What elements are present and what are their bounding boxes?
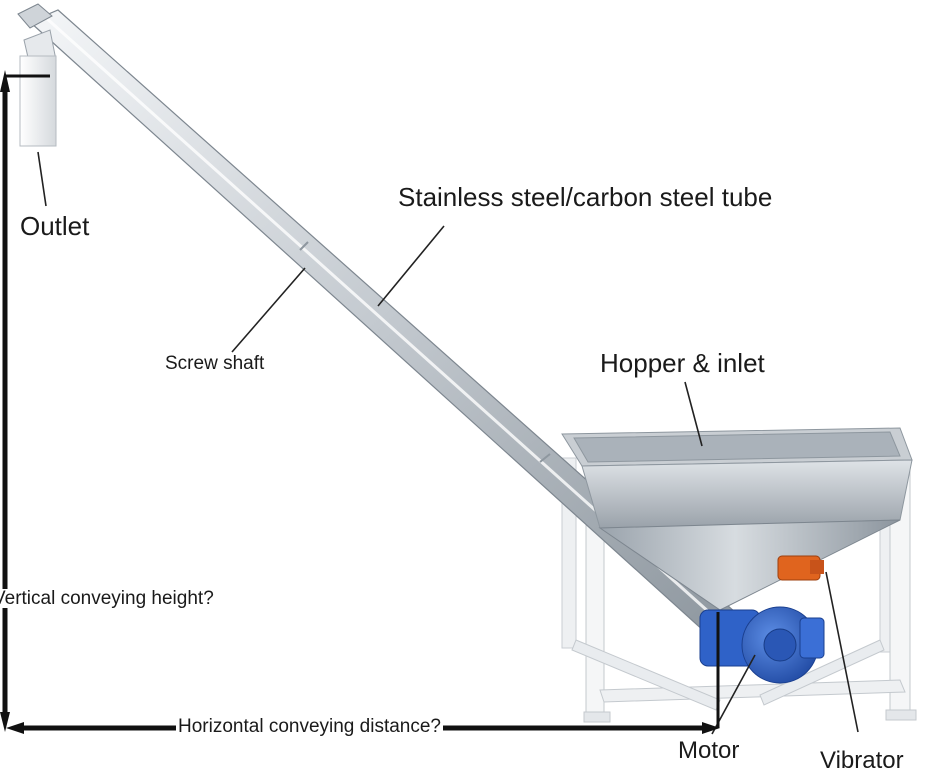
label-screw-shaft: Screw shaft — [165, 353, 265, 374]
label-motor: Motor — [678, 737, 740, 764]
leader-screw-shaft — [231, 267, 306, 353]
outlet-chute — [19, 29, 57, 147]
label-tube: Stainless steel/carbon steel tube — [398, 182, 773, 212]
label-horizontal-distance: Horizontal conveying distance? — [176, 716, 443, 737]
vertical-arrow-top — [0, 70, 10, 92]
label-vibrator: Vibrator — [820, 747, 904, 774]
motor-unit — [699, 606, 825, 684]
leader-hopper — [684, 381, 703, 447]
leader-outlet — [37, 151, 47, 207]
vertical-arrow-bottom — [0, 712, 10, 732]
label-vertical-height: Vertical conveying height? — [0, 589, 216, 608]
label-hopper: Hopper & inlet — [600, 348, 765, 378]
leader-vibrator — [825, 571, 859, 733]
dimension-vertical — [0, 70, 50, 732]
label-outlet: Outlet — [20, 211, 90, 241]
hopper-frame — [561, 457, 917, 723]
hopper — [561, 427, 913, 611]
leader-lines — [37, 151, 859, 735]
leader-tube — [377, 225, 445, 307]
horizontal-arrow-left — [6, 722, 24, 734]
vibrator-unit — [777, 555, 824, 581]
horizontal-arrow-right — [702, 722, 720, 734]
